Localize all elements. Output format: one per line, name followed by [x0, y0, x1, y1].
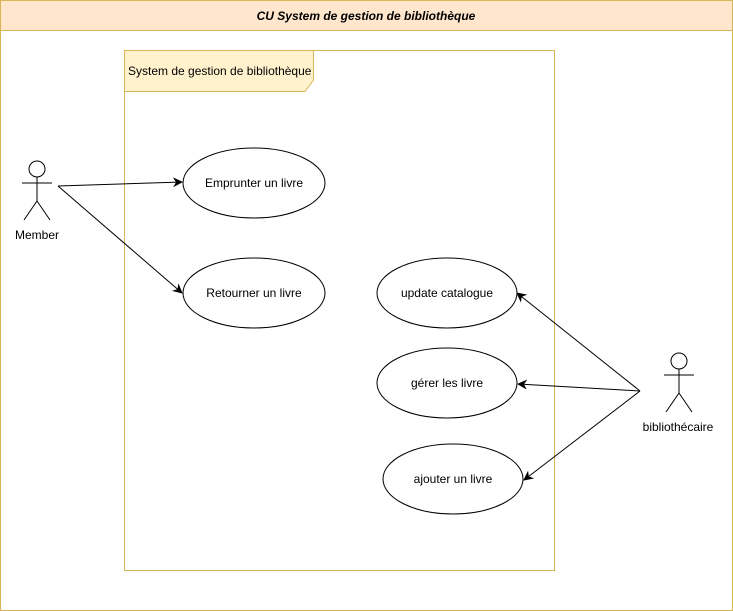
use-case-ajouter-label: ajouter un livre — [414, 472, 493, 486]
actor-librarian-right-leg — [678, 392, 693, 413]
use-case-emprunter[interactable] — [182, 147, 326, 219]
diagram-title: CU System de gestion de bibliothèque — [257, 9, 476, 23]
actor-librarian — [664, 352, 694, 413]
actor-member — [22, 160, 52, 221]
actor-member-label: Member — [15, 228, 59, 242]
use-case-gerer-label: gérer les livre — [411, 376, 483, 390]
association-librarian-update — [516, 292, 641, 392]
system-boundary-tab — [124, 50, 314, 92]
association-librarian-ajouter — [523, 390, 641, 481]
use-case-retourner[interactable] — [182, 257, 326, 329]
diagram-header — [0, 0, 733, 31]
use-case-ajouter[interactable] — [382, 443, 524, 515]
use-case-retourner-label: Retourner un livre — [206, 286, 302, 300]
actor-member-head — [28, 160, 46, 178]
actor-librarian-label: bibliothécaire — [643, 420, 714, 434]
association-member-emprunter — [57, 177, 183, 188]
association-librarian-gerer — [517, 379, 641, 392]
actor-member-left-leg — [23, 200, 38, 221]
use-case-update-label: update catalogue — [401, 286, 493, 300]
system-boundary — [124, 50, 555, 571]
use-case-emprunter-label: Emprunter un livre — [205, 176, 303, 190]
actor-member-right-leg — [36, 200, 51, 221]
system-boundary-label: System de gestion de bibliothèque — [128, 64, 312, 78]
association-member-retourner — [57, 185, 183, 294]
actor-librarian-left-leg — [665, 392, 680, 413]
use-case-gerer[interactable] — [376, 347, 518, 419]
actor-librarian-head — [670, 352, 688, 370]
